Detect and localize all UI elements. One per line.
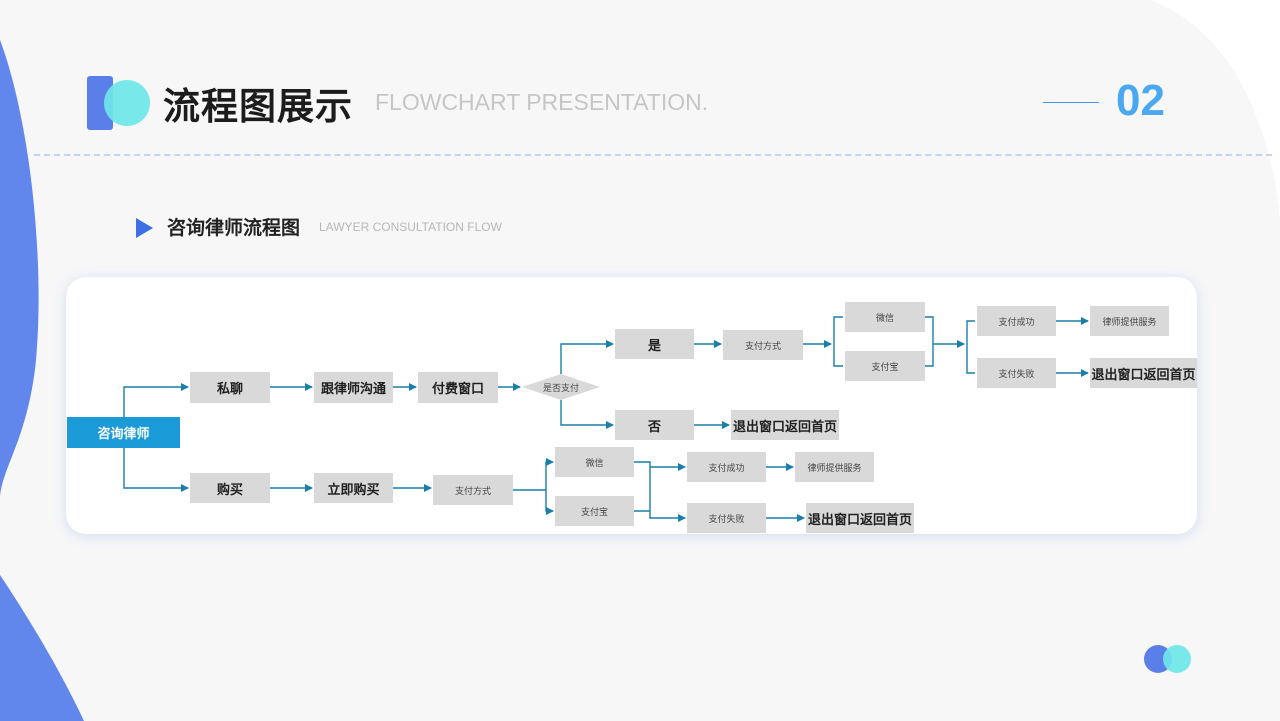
node-pay-method-top: 支付方式 xyxy=(723,330,803,360)
node-pay-method-bottom: 支付方式 xyxy=(433,475,513,505)
decor-circle-cyan xyxy=(1163,645,1191,673)
node-buy: 购买 xyxy=(190,473,270,503)
node-yes: 是 xyxy=(615,329,694,359)
section-title: 咨询律师流程图 xyxy=(167,217,301,239)
node-no: 否 xyxy=(615,410,694,440)
node-buy-now: 立即购买 xyxy=(314,473,393,503)
node-pay-fail-bottom: 支付失败 xyxy=(687,503,766,533)
node-pay-success-bottom: 支付成功 xyxy=(687,452,766,482)
node-private-chat: 私聊 xyxy=(190,372,270,403)
node-exit-bottom: 退出窗口返回首页 xyxy=(806,503,914,533)
logo-circle xyxy=(104,80,150,126)
node-pay-window: 付费窗口 xyxy=(418,372,498,403)
page-subtitle: FLOWCHART PRESENTATION. xyxy=(375,89,709,115)
page-number-line xyxy=(1043,102,1099,103)
node-alipay-top: 支付宝 xyxy=(845,351,925,381)
node-alipay-bottom: 支付宝 xyxy=(555,496,634,526)
node-start: 咨询律师 xyxy=(67,417,180,448)
node-lawyer-service-bottom: 律师提供服务 xyxy=(795,452,874,482)
page-number: 02 xyxy=(1116,76,1165,125)
section-triangle-icon xyxy=(136,218,153,238)
node-lawyer-service-top: 律师提供服务 xyxy=(1090,306,1169,336)
node-talk-lawyer: 跟律师沟通 xyxy=(314,372,393,403)
page-title: 流程图展示 xyxy=(163,85,353,128)
node-pay-fail-top: 支付失败 xyxy=(977,358,1056,388)
node-exit-top: 退出窗口返回首页 xyxy=(1090,358,1197,388)
node-pay-success-top: 支付成功 xyxy=(977,306,1056,336)
section-subtitle: LAWYER CONSULTATION FLOW xyxy=(319,220,502,234)
decision-diamond xyxy=(522,374,600,400)
node-wechat-bottom: 微信 xyxy=(555,447,634,477)
header-divider xyxy=(34,154,1272,156)
node-wechat-top: 微信 xyxy=(845,302,925,332)
node-is-paid-label: 是否支付 xyxy=(542,383,579,394)
node-exit-no: 退出窗口返回首页 xyxy=(731,410,839,440)
